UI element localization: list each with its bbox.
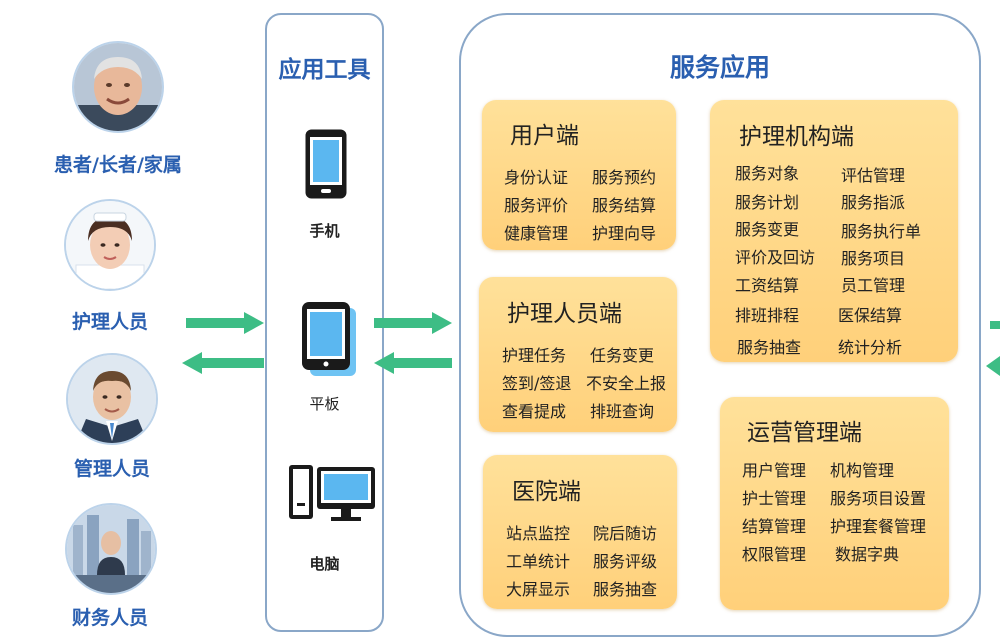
nurse-client-card — [479, 277, 677, 432]
card-item: 服务结算 — [592, 196, 657, 215]
card-item: 排班查询 — [590, 402, 655, 421]
card-item: 站点监控 — [506, 524, 571, 543]
card-item: 结算管理 — [742, 517, 807, 536]
card-item: 服务计划 — [735, 193, 800, 212]
arrow-right-icon — [374, 312, 452, 334]
nurse-avatar — [64, 199, 156, 291]
agency-client-card — [710, 100, 958, 362]
tablet-icon — [302, 302, 356, 376]
card-item: 服务指派 — [841, 193, 906, 212]
hospital-client-title: 医院端 — [512, 479, 581, 505]
arrow-left-icon — [374, 352, 452, 374]
role-label-nurse: 护理人员 — [71, 311, 148, 333]
card-item: 院后随访 — [593, 524, 658, 543]
card-item: 查看提成 — [502, 402, 567, 421]
manager-avatar — [66, 353, 158, 445]
card-item: 服务评级 — [593, 552, 658, 571]
phone-icon — [305, 129, 347, 199]
card-item: 数据字典 — [835, 545, 900, 564]
role-label-patient: 患者/长者/家属 — [54, 154, 182, 176]
card-item: 服务评价 — [504, 196, 569, 215]
arrow-right-icon — [990, 321, 1000, 329]
card-item: 评估管理 — [841, 166, 906, 185]
role-label-manager: 管理人员 — [73, 458, 150, 480]
user-client-title: 用户端 — [510, 123, 579, 149]
card-item: 员工管理 — [841, 276, 906, 295]
card-item: 服务变更 — [735, 220, 800, 239]
hospital-client-card — [483, 455, 677, 609]
device-label-desktop: 电脑 — [309, 555, 340, 573]
card-item: 不安全上报 — [586, 374, 667, 393]
card-item: 服务执行单 — [841, 222, 922, 241]
ops-client-title: 运营管理端 — [747, 420, 862, 446]
finance-avatar — [65, 503, 157, 595]
card-item: 护士管理 — [742, 489, 807, 508]
card-item: 统计分析 — [838, 338, 903, 357]
ops-client-card — [720, 397, 949, 610]
arrow-right-icon — [186, 312, 264, 334]
card-item: 服务抽查 — [737, 338, 802, 357]
card-item: 服务抽查 — [593, 580, 658, 599]
card-item: 工资结算 — [735, 276, 800, 295]
card-item: 医保结算 — [838, 306, 903, 325]
card-item: 健康管理 — [504, 224, 569, 243]
card-item: 服务项目 — [841, 249, 906, 268]
elderly-person-avatar — [72, 41, 164, 133]
card-item: 排班排程 — [735, 306, 800, 325]
nurse-client-title: 护理人员端 — [507, 301, 622, 327]
card-item: 工单统计 — [506, 552, 571, 571]
device-label-phone: 手机 — [309, 222, 340, 240]
card-item: 机构管理 — [830, 461, 895, 480]
card-item: 服务对象 — [735, 164, 800, 183]
card-item: 护理套餐管理 — [830, 517, 927, 536]
arrow-left-icon — [986, 356, 1000, 376]
tools-title: 应用工具 — [278, 57, 371, 83]
desktop-icon — [289, 465, 375, 521]
card-item: 权限管理 — [742, 545, 807, 564]
card-item: 身份认证 — [504, 168, 569, 187]
card-item: 评价及回访 — [735, 248, 816, 267]
role-label-finance: 财务人员 — [71, 607, 148, 629]
card-item: 签到/签退 — [502, 374, 572, 393]
card-item: 服务预约 — [592, 168, 657, 187]
card-item: 大屏显示 — [506, 580, 571, 599]
card-item: 用户管理 — [742, 461, 807, 480]
card-item: 护理任务 — [502, 346, 567, 365]
service-title: 服务应用 — [669, 53, 770, 82]
agency-client-title: 护理机构端 — [739, 124, 854, 150]
card-item: 服务项目设置 — [830, 489, 927, 508]
device-label-tablet: 平板 — [309, 395, 340, 413]
card-item: 护理向导 — [592, 224, 657, 243]
card-item: 任务变更 — [590, 346, 655, 365]
user-client-card — [482, 100, 676, 250]
arrow-left-icon — [182, 352, 264, 374]
